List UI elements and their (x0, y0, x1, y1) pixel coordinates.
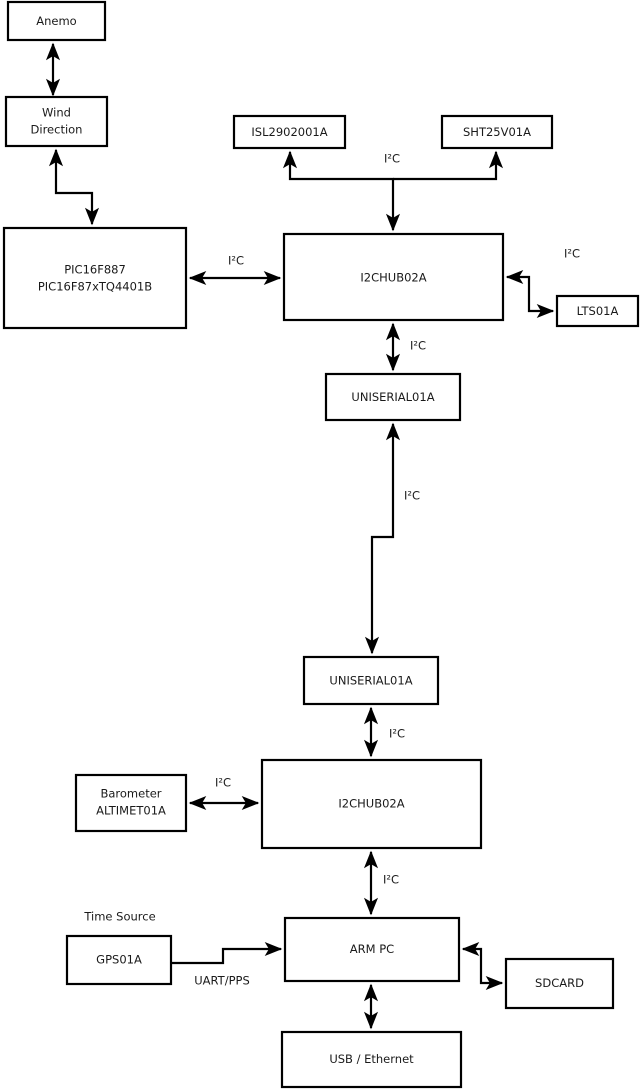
node-arm-pc-box[interactable] (283, 916, 461, 983)
connector-gps-armpc (171, 941, 283, 965)
node-anemo[interactable]: Anemo (6, 0, 107, 42)
node-arm-pc[interactable]: ARM PC (283, 916, 461, 983)
node-sdcard-box[interactable] (504, 957, 615, 1010)
node-wind-direction-label-line2: Direction (31, 123, 83, 137)
connector-uniserial-uniserial (364, 422, 401, 655)
node-lts01a[interactable]: LTS01A (555, 294, 640, 328)
node-pic-mcu-label-line2: PIC16F87xTQ4401B (38, 280, 152, 294)
node-i2chub02a-bottom[interactable]: I2CHUB02A (260, 758, 483, 850)
node-isl2902001a-label: ISL2902001A (251, 125, 327, 139)
node-anemo-box[interactable] (6, 0, 107, 42)
node-barometer-altimet01a-box[interactable] (74, 773, 188, 833)
node-uniserial01a-top-box[interactable] (324, 372, 462, 422)
node-gps01a[interactable]: GPS01A (65, 934, 173, 986)
node-i2chub02a-bottom-box[interactable] (260, 758, 483, 850)
node-uniserial01a-bottom-label: UNISERIAL01A (329, 674, 412, 688)
node-sdcard-label: SDCARD (535, 976, 584, 990)
edge-label-hub-bot-armpc: I²C (383, 873, 399, 887)
edge-label-uniserial-uniserial: I²C (404, 489, 420, 503)
node-gps01a-label: GPS01A (96, 953, 142, 967)
node-uniserial01a-top[interactable]: UNISERIAL01A (324, 372, 462, 422)
node-sht25v01a-label: SHT25V01A (463, 125, 531, 139)
node-i2chub02a-bottom-label: I2CHUB02A (338, 797, 404, 811)
node-anemo-label: Anemo (36, 14, 76, 28)
node-barometer-label-line2: ALTIMET01A (96, 804, 166, 818)
connector-hub-lts (505, 269, 555, 319)
connector-armpc-sdcard (461, 941, 504, 991)
node-wind-direction[interactable]: Wind Direction (4, 95, 109, 148)
node-pic-mcu-label-line1: PIC16F887 (64, 263, 126, 277)
node-i2chub02a-top[interactable]: I2CHUB02A (282, 232, 505, 322)
node-lts01a-label: LTS01A (577, 304, 619, 318)
node-uniserial01a-bottom-box[interactable] (302, 655, 440, 706)
edge-label-barometer-hub-bot: I²C (215, 776, 231, 790)
node-arm-pc-label: ARM PC (350, 942, 394, 956)
node-lts01a-box[interactable] (555, 294, 640, 328)
node-uniserial01a-bottom[interactable]: UNISERIAL01A (302, 655, 440, 706)
node-usb-ethernet-box[interactable] (280, 1030, 463, 1089)
node-barometer-altimet01a[interactable]: Barometer ALTIMET01A (74, 773, 188, 833)
node-uniserial01a-top-label: UNISERIAL01A (351, 390, 434, 404)
node-i2chub02a-top-box[interactable] (282, 232, 505, 322)
node-gps01a-box[interactable] (65, 934, 173, 986)
edge-label-hub-isl-sht: I²C (384, 152, 400, 166)
edge-label-uniserial-hub-bot: I²C (389, 727, 405, 741)
connector-wind-pic (48, 148, 100, 226)
node-i2chub02a-top-label: I2CHUB02A (360, 271, 426, 285)
edge-label-hub-uniserial-top: I²C (410, 339, 426, 353)
node-wind-direction-label-line1: Wind (42, 106, 71, 120)
node-isl2902001a-box[interactable] (232, 114, 347, 150)
node-pic-mcu-box[interactable] (2, 226, 188, 330)
node-isl2902001a[interactable]: ISL2902001A (232, 114, 347, 150)
node-pic-mcu[interactable]: PIC16F887 PIC16F87xTQ4401B (2, 226, 188, 330)
node-wind-direction-box[interactable] (4, 95, 109, 148)
node-sht25v01a-box[interactable] (440, 114, 554, 150)
node-barometer-label-line1: Barometer (100, 787, 161, 801)
edge-label-pic-hub: I²C (228, 254, 244, 268)
edge-label-gps-armpc: UART/PPS (194, 974, 250, 988)
node-sht25v01a[interactable]: SHT25V01A (440, 114, 554, 150)
node-usb-ethernet[interactable]: USB / Ethernet (280, 1030, 463, 1089)
edge-label-hub-lts: I²C (564, 247, 580, 261)
connector-hub-isl (282, 150, 401, 232)
node-usb-ethernet-label: USB / Ethernet (329, 1052, 414, 1066)
connector-hub-sht (393, 150, 504, 181)
node-sdcard[interactable]: SDCARD (504, 957, 615, 1010)
time-source-label: Time Source (83, 910, 155, 924)
